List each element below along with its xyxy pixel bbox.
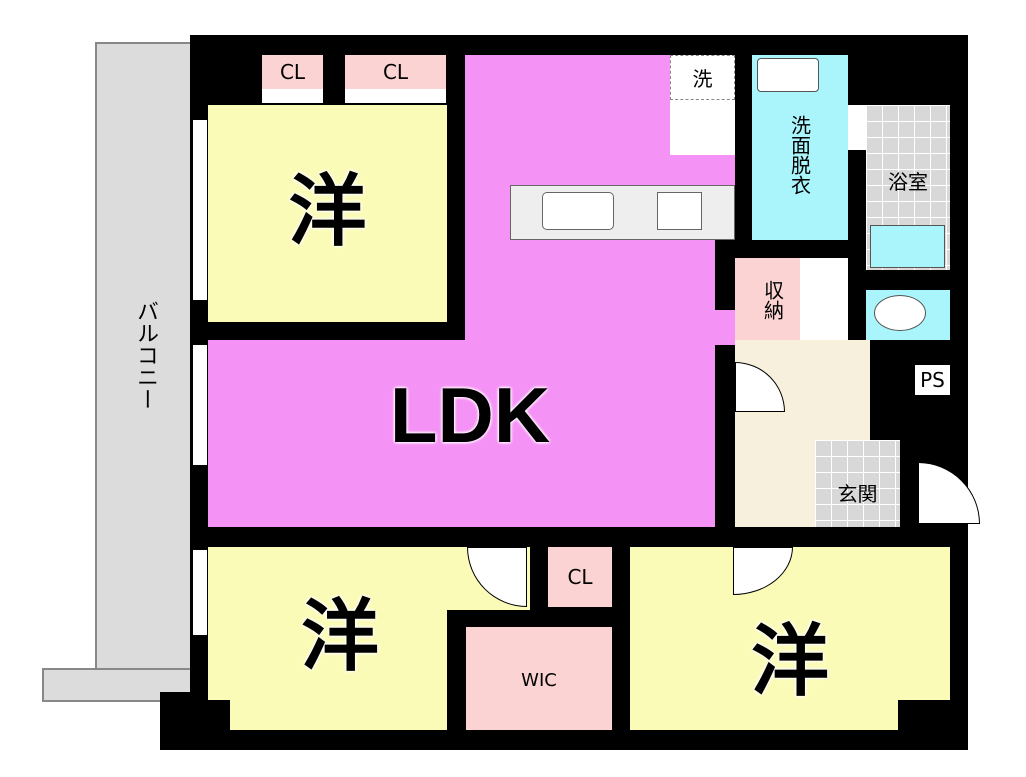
storage-label: 収納 — [760, 280, 785, 320]
western-room-top-label: 洋 — [288, 167, 367, 257]
pipe-space — [915, 365, 950, 395]
closet-top-1-label: CL — [279, 60, 306, 84]
balcony — [95, 42, 192, 702]
entrance-door — [918, 462, 980, 524]
closet-top-2 — [345, 55, 446, 103]
window-ldk — [192, 345, 208, 465]
pipe-space-label: PS — [920, 368, 945, 392]
walk-in-closet-label: WIC — [521, 669, 557, 691]
bathroom-label: 浴室 — [888, 169, 928, 194]
bathtub-icon — [870, 225, 945, 268]
ldk-label: LDK — [389, 370, 551, 459]
closet-top-1 — [262, 55, 323, 103]
washroom-label: 洗面脱衣 — [787, 115, 812, 195]
closet-bottom-label: CL — [567, 565, 593, 589]
storage — [735, 258, 800, 340]
bathroom-door — [848, 105, 866, 150]
toilet-icon — [874, 295, 926, 331]
western-room-bottom-left-label: 洋 — [300, 592, 379, 682]
western-room-bottom-right-label: 洋 — [750, 617, 829, 707]
corner-post — [160, 692, 210, 750]
laundry-space — [670, 55, 735, 100]
window-top-left — [192, 120, 208, 300]
washbasin-icon — [757, 58, 819, 92]
balcony-label: バルコニー — [133, 300, 158, 410]
laundry-door — [670, 100, 735, 155]
ldk-right-part — [715, 240, 735, 310]
entrance — [815, 440, 900, 527]
western-room-bottom-right — [630, 547, 950, 730]
western-room-bottom-left — [208, 547, 447, 730]
stove-icon — [657, 192, 702, 230]
ldk-lower — [208, 340, 715, 527]
sink-icon — [542, 192, 614, 230]
hall-corridor-top — [800, 258, 848, 340]
wall-notch — [208, 700, 230, 730]
western-room-top — [208, 105, 447, 322]
walk-in-closet — [466, 627, 612, 730]
laundry-label: 洗 — [692, 67, 713, 91]
closet-top-2-label: CL — [382, 60, 409, 84]
entrance-label: 玄関 — [837, 481, 878, 506]
window-bottom-left — [192, 550, 208, 635]
wall-notch-right — [898, 700, 950, 730]
closet-bottom — [548, 547, 612, 607]
